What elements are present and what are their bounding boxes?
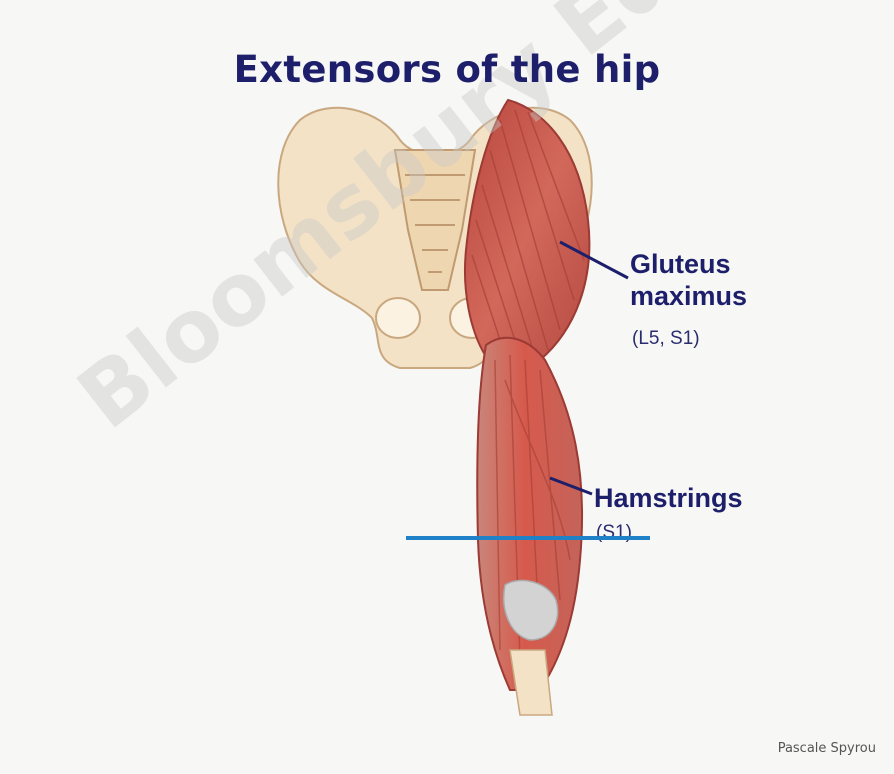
hamstrings-muscle [477,338,582,715]
diagram-title: Extensors of the hip [0,48,894,91]
gluteus-nerve-label: (L5, S1) [632,328,700,350]
gluteus-label-line2: maximus [630,280,747,312]
hamstrings-label: Hamstrings [594,482,743,514]
gluteus-label: Gluteus maximus [630,248,747,312]
annotation-blue-line [406,536,650,540]
author-credit: Pascale Spyrou [778,741,876,756]
gluteus-label-line1: Gluteus [630,248,747,280]
hamstrings-nerve-label: (S1) [596,522,632,544]
